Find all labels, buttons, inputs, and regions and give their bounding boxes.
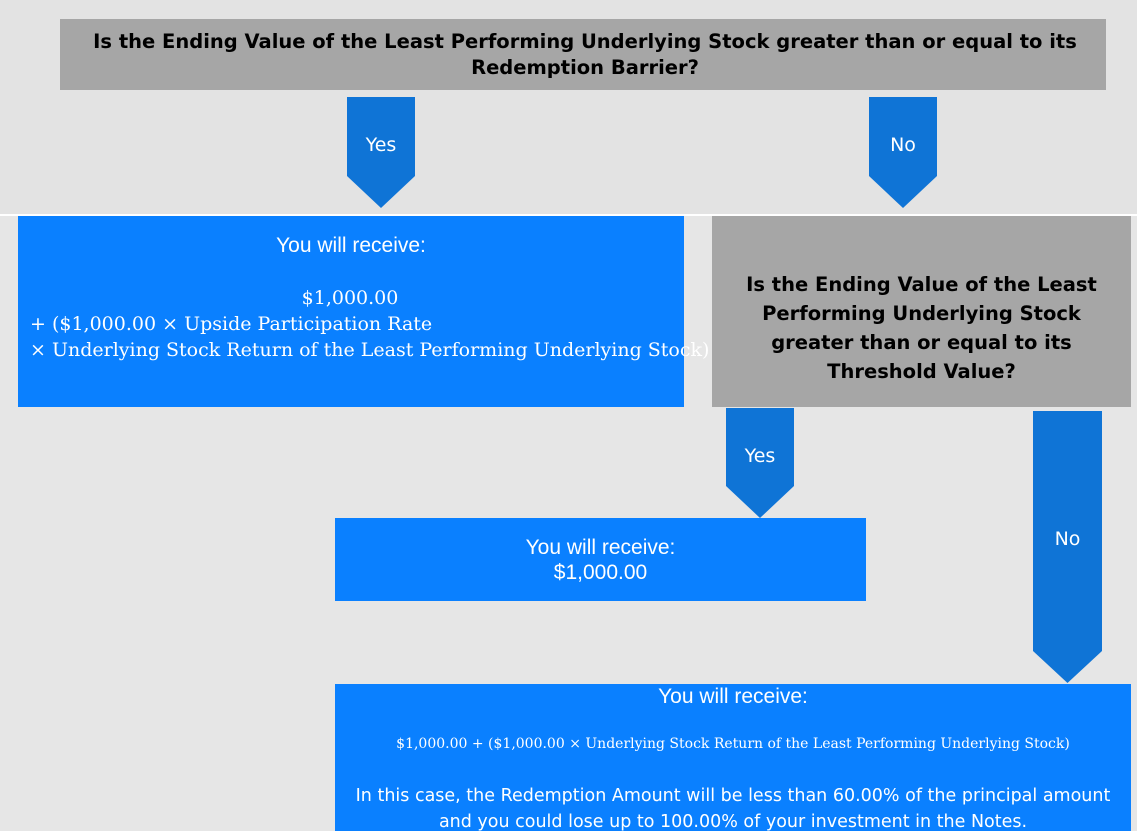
outcome-heading: You will receive: [658,685,808,708]
no-arrow-redemption-barrier: No [869,97,937,209]
outcome-heading: You will receive: [525,536,676,559]
yes-arrow-threshold: Yes [726,408,794,519]
outcome-below-threshold: You will receive: $1,000.00 + ($1,000.00… [335,684,1131,831]
down-arrow-icon [1033,411,1102,683]
outcome-formula: $1,000.00 + ($1,000.00 × Upside Particip… [30,285,710,363]
formula-line-1: $1,000.00 [301,287,399,309]
outcome-value: $1,000.00 [553,561,648,584]
question-threshold-value: Is the Ending Value of the Least Perform… [712,216,1131,407]
divider-line [0,214,1137,216]
down-arrow-icon [347,97,415,208]
question-redemption-barrier: Is the Ending Value of the Least Perform… [60,19,1106,90]
formula-line-3: × Underlying Stock Return of the Least P… [30,339,710,361]
down-arrow-icon [869,97,937,208]
outcome-above-threshold: You will receive: $1,000.00 [335,518,866,601]
yes-arrow-label: Yes [744,445,776,467]
no-arrow-label: No [1054,528,1081,550]
outcome-formula: $1,000.00 + ($1,000.00 × Underlying Stoc… [396,736,1070,752]
down-arrow-icon [726,408,794,518]
outcome-above-barrier: You will receive: $1,000.00 + ($1,000.00… [18,216,710,407]
outcome-heading: You will receive: [276,234,426,257]
question-threshold-value-text: Is the Ending Value of the Least Perform… [746,273,1097,383]
question-redemption-barrier-text: Is the Ending Value of the Least Perform… [93,30,1077,79]
yes-arrow-label: Yes [365,134,397,156]
loss-warning-note: In this case, the Redemption Amount will… [355,786,1111,831]
formula-line-2: + ($1,000.00 × Upside Participation Rate [30,313,433,335]
no-arrow-threshold: No [1033,411,1102,684]
yes-arrow-redemption-barrier: Yes [347,97,415,209]
no-arrow-label: No [890,134,916,156]
